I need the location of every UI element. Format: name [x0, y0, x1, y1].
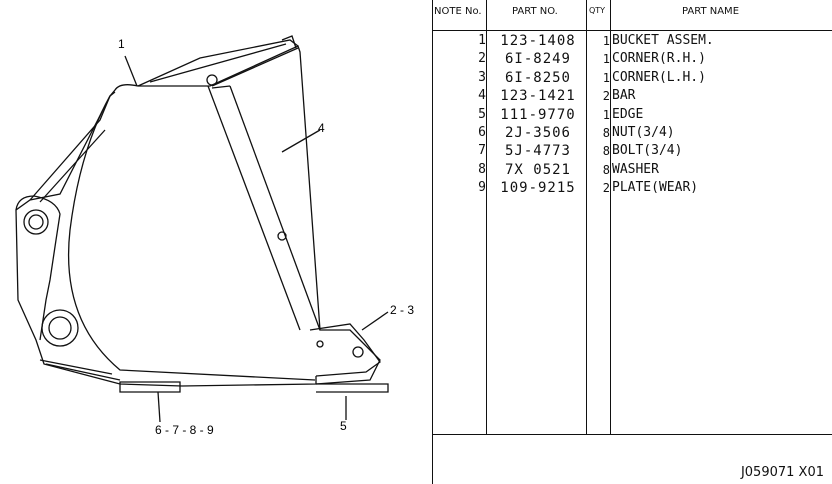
qty-cell: 2 — [602, 89, 610, 104]
qty-cell: 1 — [602, 107, 610, 122]
qty-cell: 8 — [602, 162, 610, 177]
note-cell: 2 — [478, 51, 486, 67]
part-no-cell: 6I-8249 — [504, 51, 571, 68]
part-no-cell: 7X 0521 — [504, 161, 571, 178]
qty-cell: 1 — [602, 70, 610, 85]
table-row: 3 6I-8250 1 CORNER(L.H.) — [432, 69, 832, 87]
part-name-cell: PLATE(WEAR) — [612, 180, 699, 196]
drawing-code: J059071 X01 — [740, 465, 824, 480]
bucket-drawing: 1 4 2 - 3 5 6 - 7 - 8 - 9 — [15, 35, 414, 437]
header-divider — [432, 30, 832, 31]
note-cell: 6 — [478, 125, 486, 140]
part-no-cell: 123-1408 — [500, 33, 576, 49]
note-cell: 3 — [478, 69, 486, 85]
bucket-illustration: 1 4 2 - 3 5 6 - 7 - 8 - 9 — [15, 35, 414, 437]
callout-5: 5 — [340, 419, 347, 433]
part-no-cell: 111-9770 — [500, 106, 576, 123]
callout-2-3: 2 - 3 — [390, 303, 414, 317]
part-no-cell: 5J-4773 — [504, 143, 571, 160]
header-part-no: PART NO. — [512, 6, 558, 17]
part-name-cell: EDGE — [612, 106, 644, 122]
parts-table: NOTE No. PART NO. QTY PART NAME 1 123-140… — [432, 0, 832, 484]
header-part-name: PART NAME — [682, 6, 740, 17]
callout-1: 1 — [118, 37, 125, 51]
col-divider-note — [486, 0, 487, 434]
part-no-cell: 6I-8250 — [504, 69, 571, 86]
qty-cell: 8 — [602, 126, 610, 140]
part-name-cell: BUCKET ASSEM. — [612, 33, 714, 48]
qty-cell: 1 — [602, 34, 610, 48]
note-cell: 5 — [478, 106, 486, 122]
note-cell: 4 — [478, 88, 486, 104]
callout-4: 4 — [318, 121, 325, 135]
table-row: 2 6I-8249 1 CORNER(R.H.) — [432, 50, 832, 68]
part-name-cell: BOLT(3/4) — [612, 143, 683, 159]
part-name-cell: WASHER — [612, 161, 659, 177]
header-note: NOTE No. — [434, 6, 482, 17]
part-no-cell: 109-9215 — [500, 180, 576, 197]
part-name-cell: NUT(3/4) — [612, 125, 675, 140]
footer-divider — [432, 434, 832, 435]
col-divider-qty — [610, 0, 611, 434]
note-cell: 9 — [478, 180, 486, 196]
table-left-border — [432, 0, 433, 484]
qty-cell: 8 — [602, 144, 610, 159]
callout-6-7-8-9: 6 - 7 - 8 - 9 — [155, 423, 214, 437]
note-cell: 1 — [478, 33, 486, 48]
part-name-cell: BAR — [612, 88, 636, 104]
qty-cell: 2 — [602, 181, 610, 196]
header-qty: QTY — [589, 6, 606, 15]
part-no-cell: 2J-3506 — [504, 125, 571, 141]
part-name-cell: CORNER(L.H.) — [612, 69, 706, 85]
note-cell: 8 — [478, 161, 486, 177]
col-divider-partno — [586, 0, 587, 434]
part-no-cell: 123-1421 — [500, 88, 576, 105]
table-row: 4 123-1421 2 BAR — [432, 87, 832, 105]
note-cell: 7 — [478, 143, 486, 159]
qty-cell: 1 — [602, 52, 610, 67]
part-name-cell: CORNER(R.H.) — [612, 51, 706, 67]
table-row: 5 111-9770 1 EDGE — [432, 106, 832, 124]
